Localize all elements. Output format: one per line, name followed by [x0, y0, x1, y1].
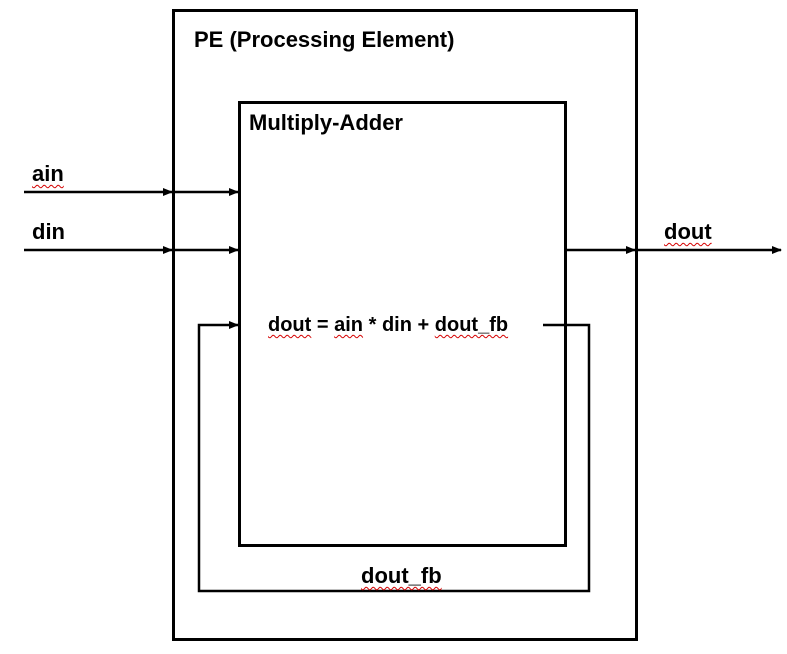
pe-block-title: PE (Processing Element)	[194, 27, 455, 52]
equation-lhs: dout	[268, 314, 312, 336]
equation-equals: =	[316, 314, 329, 336]
multiply-adder-title: Multiply-Adder	[249, 110, 403, 135]
dout-label: dout	[664, 219, 712, 244]
equation: dout = ain * din + dout_fb	[268, 315, 508, 335]
equation-multiply: *	[368, 314, 377, 336]
ain-label: ain	[32, 161, 64, 186]
equation-plus: +	[417, 314, 430, 336]
feedback-wire	[197, 321, 591, 593]
equation-term-b: din	[381, 314, 412, 336]
equation-term-a: ain	[334, 314, 364, 336]
equation-term-c: dout_fb	[434, 314, 509, 336]
pe-block	[172, 9, 638, 641]
din-label: din	[32, 219, 65, 244]
feedback-label: dout_fb	[361, 563, 442, 588]
multiply-adder-block	[238, 101, 567, 547]
